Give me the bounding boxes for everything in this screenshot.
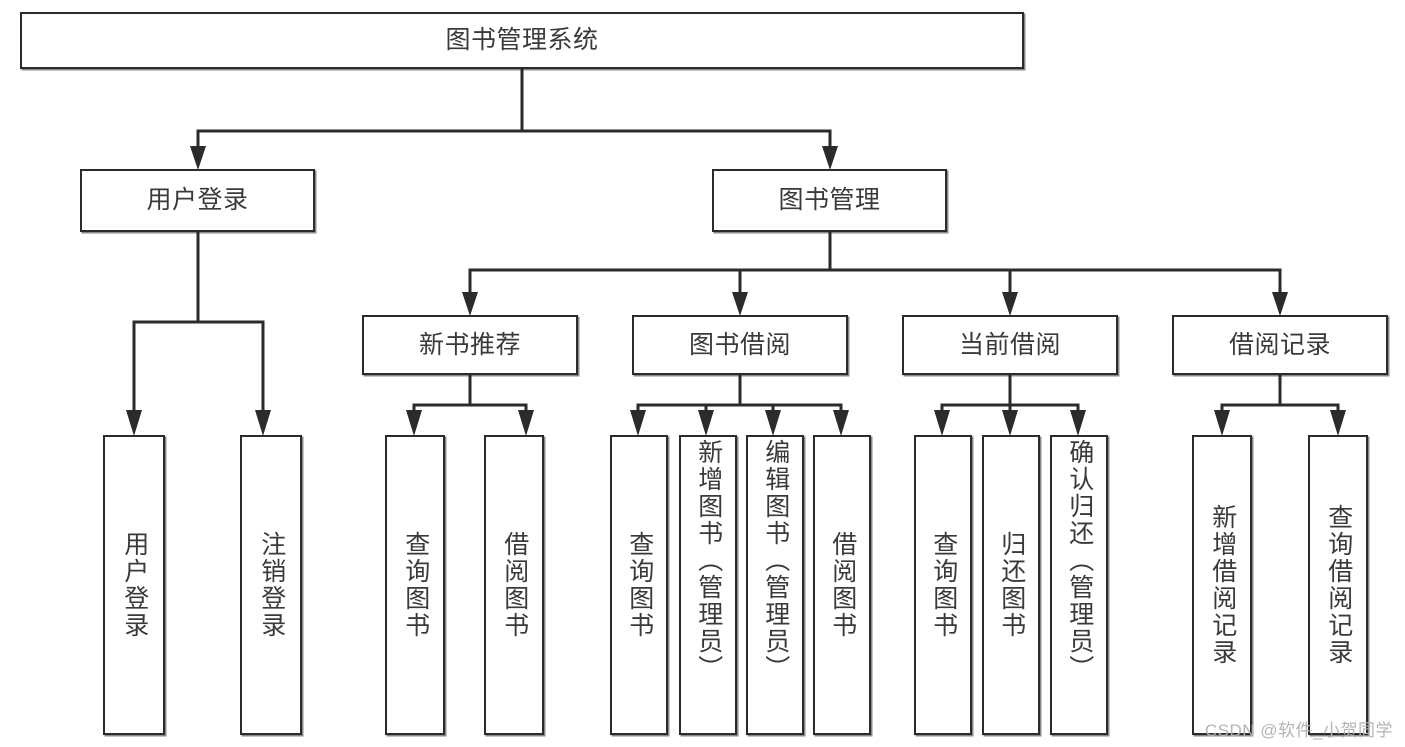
leaf-record-query[interactable]: 查询借阅记录 (1308, 435, 1368, 735)
node-label: 图书管理系统 (445, 26, 599, 55)
node-label: 查询图书 (401, 531, 430, 639)
node-label: 用户登录 (120, 531, 149, 639)
node-book-management[interactable]: 图书管理 (712, 169, 947, 232)
node-label: 新增借阅记录 (1208, 504, 1237, 666)
node-label: 确认归还（管理员） (1065, 439, 1094, 682)
node-borrow-record[interactable]: 借阅记录 (1172, 315, 1388, 375)
leaf-current-confirm-return[interactable]: 确认归还（管理员） (1050, 435, 1108, 735)
node-label: 编辑图书（管理员） (761, 439, 790, 682)
leaf-current-return-book[interactable]: 归还图书 (982, 435, 1040, 735)
leaf-new-book-borrow[interactable]: 借阅图书 (484, 435, 544, 735)
leaf-borrow-add-book[interactable]: 新增图书（管理员） (679, 435, 737, 735)
node-new-book-recommend[interactable]: 新书推荐 (362, 315, 578, 375)
node-label: 用户登录 (146, 186, 249, 215)
leaf-user-login-signin[interactable]: 用户登录 (103, 435, 165, 735)
node-book-borrow[interactable]: 图书借阅 (632, 315, 848, 375)
node-label: 借阅图书 (500, 531, 529, 639)
node-label: 查询图书 (929, 531, 958, 639)
node-label: 图书借阅 (688, 330, 791, 359)
csdn-watermark: CSDN @软件_小贺同学 (1204, 721, 1393, 740)
leaf-borrow-edit-book[interactable]: 编辑图书（管理员） (746, 435, 804, 735)
node-label: 查询借阅记录 (1324, 504, 1353, 666)
node-label: 借阅图书 (828, 531, 857, 639)
leaf-current-query-book[interactable]: 查询图书 (914, 435, 972, 735)
node-label: 注销登录 (257, 531, 286, 639)
node-current-borrow[interactable]: 当前借阅 (902, 315, 1118, 375)
node-user-login[interactable]: 用户登录 (80, 169, 315, 232)
node-label: 借阅记录 (1228, 330, 1331, 359)
node-label: 归还图书 (997, 531, 1026, 639)
leaf-borrow-query-book[interactable]: 查询图书 (610, 435, 668, 735)
node-root-system[interactable]: 图书管理系统 (20, 12, 1024, 69)
node-label: 图书管理 (778, 186, 881, 215)
node-label: 新书推荐 (418, 330, 521, 359)
node-label: 当前借阅 (958, 330, 1061, 359)
leaf-borrow-borrow-book[interactable]: 借阅图书 (813, 435, 871, 735)
leaf-user-login-signout[interactable]: 注销登录 (240, 435, 302, 735)
node-label: 新增图书（管理员） (694, 439, 723, 682)
leaf-record-add[interactable]: 新增借阅记录 (1192, 435, 1252, 735)
node-label: 查询图书 (625, 531, 654, 639)
leaf-new-book-query[interactable]: 查询图书 (385, 435, 445, 735)
